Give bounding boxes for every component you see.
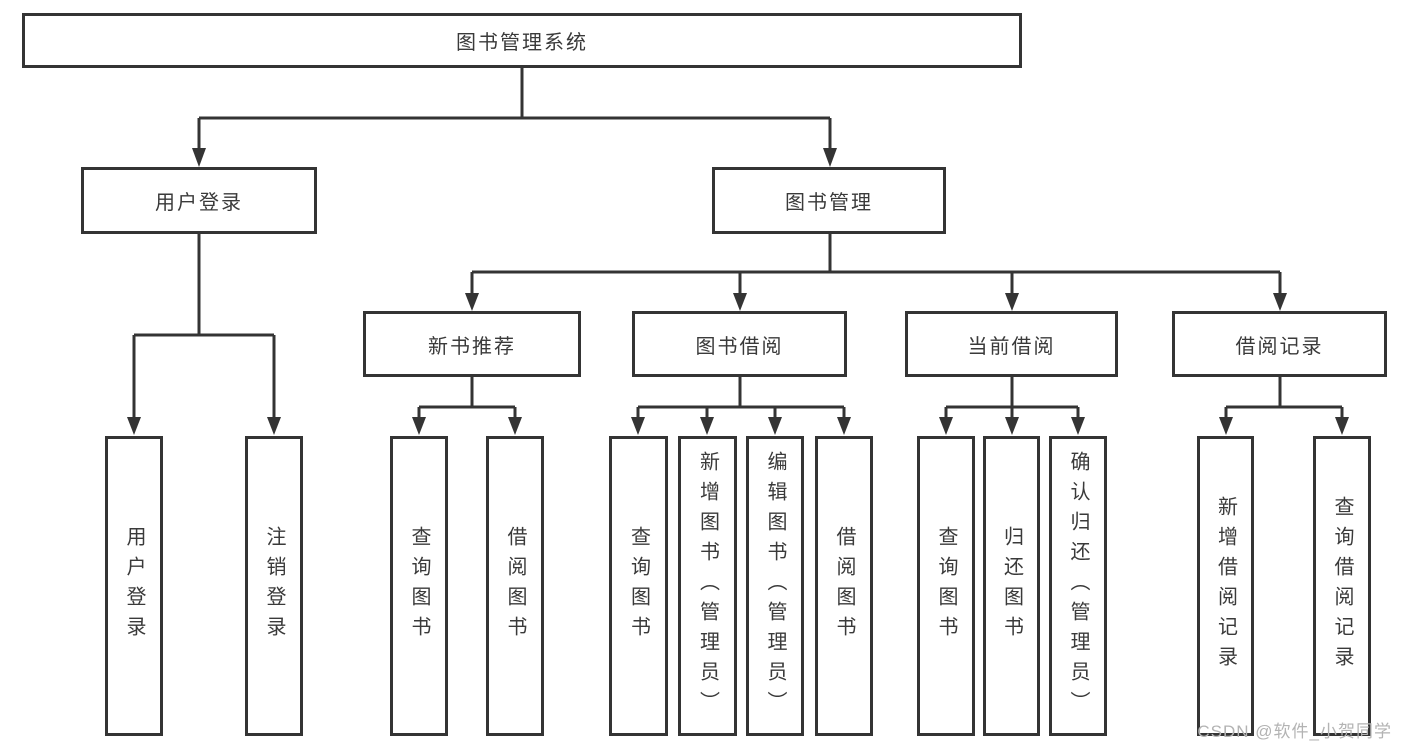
leaf-logout: 注销登录 [245, 436, 303, 736]
node-user-login-branch: 用户登录 [81, 167, 317, 234]
leaf-add-book-admin: 新增图书（管理员） [678, 436, 737, 736]
node-system-root: 图书管理系统 [22, 13, 1022, 68]
node-current-borrowing: 当前借阅 [905, 311, 1118, 377]
leaf-return-books: 归还图书 [983, 436, 1040, 736]
node-book-management: 图书管理 [712, 167, 946, 234]
leaf-add-borrow-record: 新增借阅记录 [1197, 436, 1254, 736]
leaf-borrow-books-recommend: 借阅图书 [486, 436, 544, 736]
leaf-borrow-books-borrowing: 借阅图书 [815, 436, 873, 736]
node-new-book-recommend: 新书推荐 [363, 311, 581, 377]
leaf-edit-book-admin: 编辑图书（管理员） [746, 436, 804, 736]
node-book-borrowing: 图书借阅 [632, 311, 847, 377]
leaf-query-books-recommend: 查询图书 [390, 436, 448, 736]
leaf-query-borrow-record: 查询借阅记录 [1313, 436, 1371, 736]
csdn-watermark: CSDN @软件_小贺同学 [1197, 722, 1392, 741]
arrowheads [127, 148, 1349, 435]
leaf-query-books-borrowing: 查询图书 [609, 436, 668, 736]
leaf-confirm-return-admin: 确认归还（管理员） [1049, 436, 1107, 736]
leaf-user-login: 用户登录 [105, 436, 163, 736]
leaf-query-books-current: 查询图书 [917, 436, 975, 736]
node-borrowing-records: 借阅记录 [1172, 311, 1387, 377]
